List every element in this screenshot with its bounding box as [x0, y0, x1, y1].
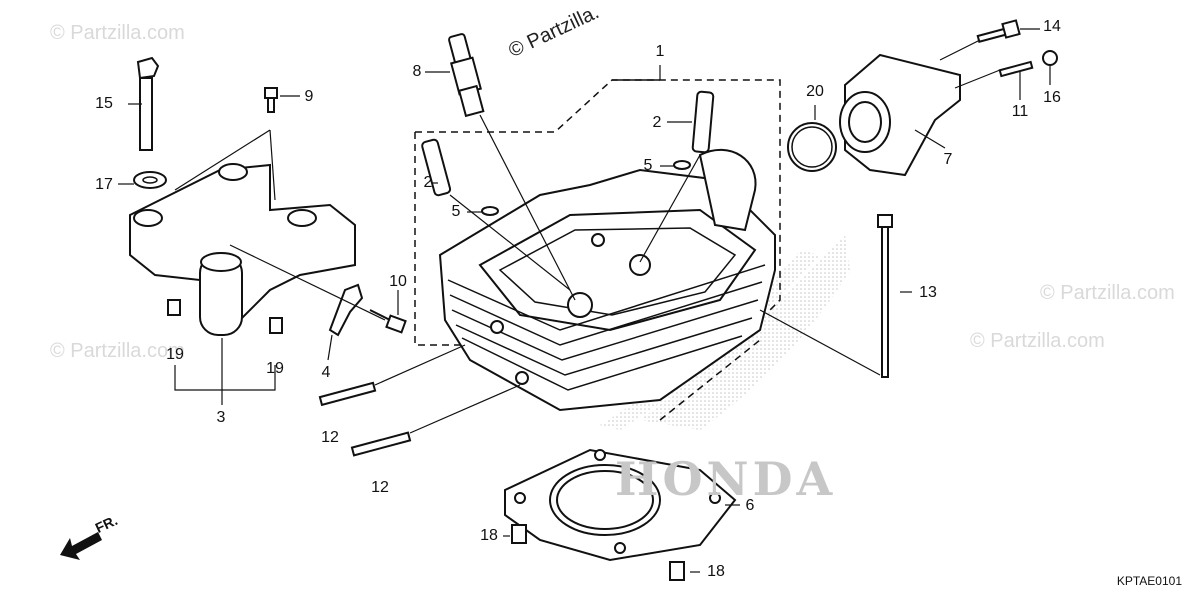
callout-15: 15 — [95, 95, 113, 112]
camshaft-holder — [129, 163, 356, 336]
callout-14: 14 — [1043, 18, 1061, 35]
carburetor-insulator — [839, 53, 961, 177]
honda-watermark: HONDA — [615, 452, 837, 506]
site-watermark: © Partzilla.com — [970, 330, 1105, 352]
dowel-pin — [511, 524, 527, 544]
callout-2: 2 — [423, 174, 433, 191]
nut — [1042, 50, 1058, 66]
front-direction-arrow — [60, 532, 102, 560]
dowel-pin — [269, 317, 283, 334]
diagram-code: KPTAE0101 — [1116, 574, 1182, 588]
site-watermark: © Partzilla.com — [1040, 282, 1175, 304]
callout-9: 9 — [304, 88, 314, 105]
callout-10: 10 — [389, 273, 407, 290]
head-gasket — [504, 448, 737, 562]
dowel-pin — [669, 561, 685, 581]
leader-lines — [118, 28, 1051, 573]
callout-12: 12 — [321, 429, 339, 446]
spark-plug — [448, 33, 485, 118]
callout-6: 6 — [745, 497, 755, 514]
callout-12: 12 — [371, 479, 389, 496]
callout-20: 20 — [806, 83, 824, 100]
callout-5: 5 — [643, 157, 653, 174]
callout-4: 4 — [321, 364, 331, 381]
callout-11: 11 — [1011, 103, 1029, 120]
bolt — [976, 19, 1034, 78]
o-ring — [787, 122, 837, 172]
long-bolt — [136, 56, 160, 151]
callout-17: 17 — [95, 176, 113, 193]
callout-16: 16 — [1043, 89, 1061, 106]
site-watermark: © Partzilla.com — [50, 340, 185, 362]
callout-3: 3 — [216, 409, 226, 426]
callout-13: 13 — [919, 284, 937, 301]
callout-19: 19 — [166, 346, 184, 363]
valve-guide — [421, 90, 715, 197]
bracket — [328, 283, 364, 337]
callout-18: 18 — [480, 527, 498, 544]
callout-18: 18 — [707, 563, 725, 580]
long-bolt — [877, 214, 893, 378]
callout-1: 1 — [655, 43, 665, 60]
callout-7: 7 — [943, 151, 953, 168]
o-ring — [481, 160, 691, 216]
flange-bolt — [369, 309, 407, 334]
site-watermark: © Partzilla.com — [50, 22, 185, 44]
assembly-frame-dashed — [414, 79, 781, 421]
stud-bolt — [318, 381, 412, 457]
flange-bolt — [264, 87, 278, 113]
callout-19: 19 — [266, 360, 284, 377]
callout-8: 8 — [412, 63, 422, 80]
dowel-pin — [167, 299, 181, 316]
callout-5: 5 — [451, 203, 461, 220]
cylinder-head — [438, 149, 776, 412]
callout-2: 2 — [652, 114, 662, 131]
